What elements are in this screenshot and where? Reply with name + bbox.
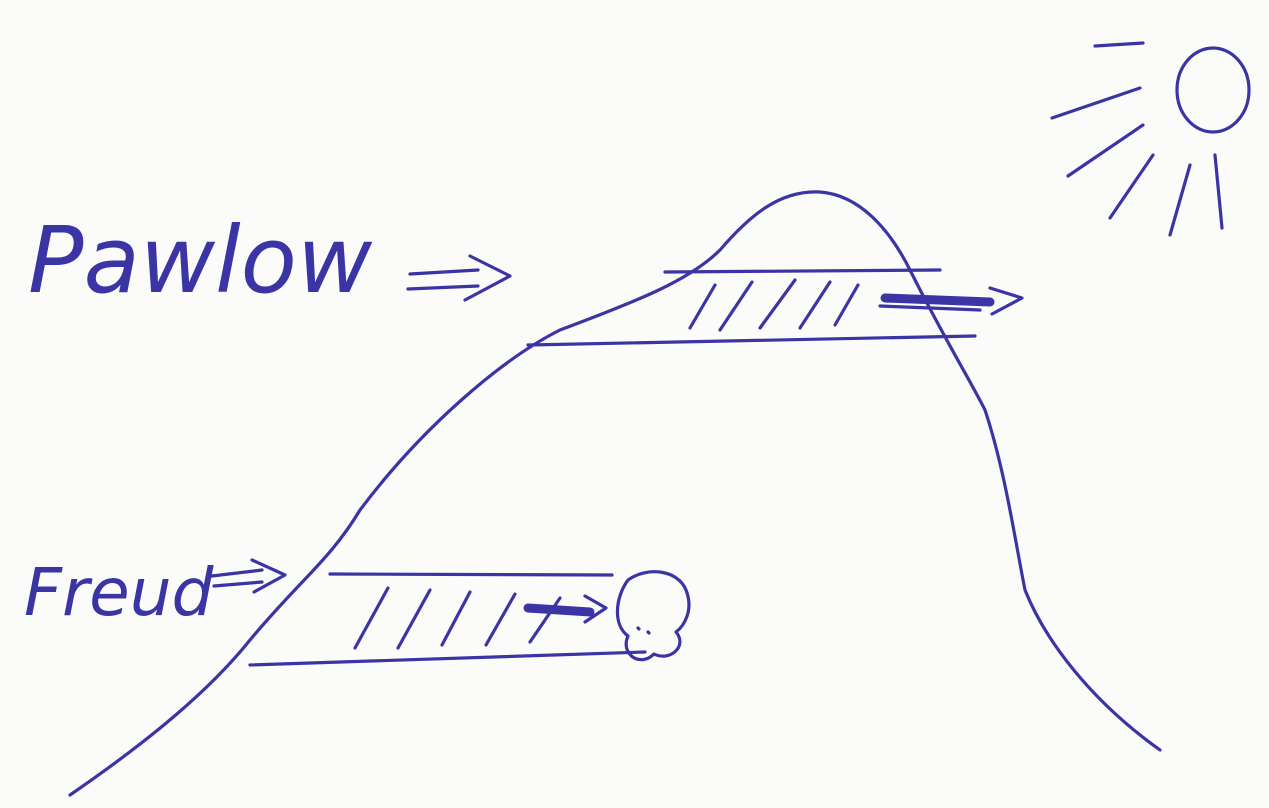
thought-cloud — [617, 572, 688, 660]
lower-band — [250, 572, 689, 665]
sun-rays — [1052, 43, 1222, 235]
lower-band-bottom-line — [250, 652, 645, 665]
freud-arrow — [212, 560, 285, 592]
pawlow-arrow — [408, 256, 510, 300]
upper-band-bottom-line — [528, 336, 975, 345]
freud-label: Freud — [24, 554, 215, 631]
upper-band — [528, 270, 1022, 345]
upper-band-hatch — [690, 280, 858, 330]
lower-band-top-line — [330, 574, 612, 575]
sun-disc — [1177, 48, 1249, 132]
upper-band-arrow-shaft — [885, 298, 990, 302]
pawlow-label: Pawlow — [28, 207, 373, 314]
lower-band-hatch — [355, 588, 560, 648]
thought-dots — [638, 628, 649, 633]
lower-band-arrow-shaft — [528, 608, 590, 612]
sun-icon — [1052, 43, 1249, 235]
upper-band-top-line — [665, 270, 940, 272]
